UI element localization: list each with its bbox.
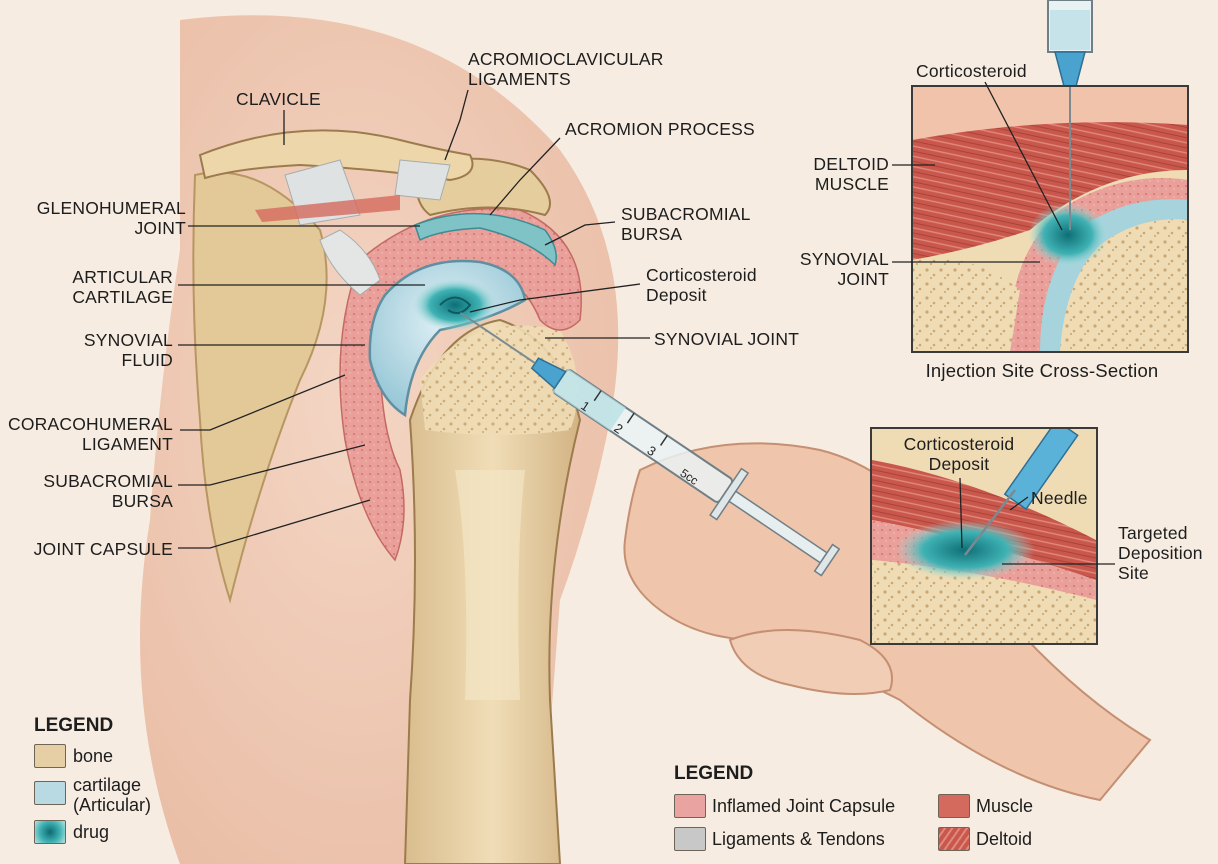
legend-label-ligaments: Ligaments & Tendons bbox=[712, 829, 885, 849]
syringe: 1 2 3 5cc bbox=[459, 312, 841, 577]
legend-swatch-bone bbox=[34, 744, 66, 768]
label-acromion-process: ACROMION PROCESS bbox=[565, 119, 755, 139]
corticosteroid-deposit bbox=[413, 279, 497, 331]
legend-label-inflamed-capsule: Inflamed Joint Capsule bbox=[712, 796, 896, 816]
legend-label-muscle: Muscle bbox=[976, 796, 1034, 816]
label-coracohumeral-ligament: CORACOHUMERAL LIGAMENT bbox=[8, 414, 173, 454]
inset-top-syringe bbox=[1047, 0, 1093, 230]
inset-bottom-label-site: Targeted Deposition Site bbox=[1118, 523, 1203, 583]
subacromial-bursa bbox=[414, 212, 557, 267]
label-corticosteroid-deposit: Corticosteroid Deposit bbox=[646, 265, 757, 305]
label-ac-ligaments: ACROMIOCLAVICULAR LIGAMENTS bbox=[468, 49, 664, 89]
legend-label-deltoid: Deltoid bbox=[976, 829, 1033, 849]
inset-top-label-synovial: SYNOVIAL JOINT bbox=[799, 249, 889, 289]
inset-top-caption: Injection Site Cross-Section bbox=[925, 360, 1159, 381]
legend-swatch-drug bbox=[34, 820, 66, 844]
label-glenohumeral-joint: GLENOHUMERAL JOINT bbox=[36, 198, 186, 238]
label-subacromial-bursa-left: SUBACROMIAL BURSA bbox=[43, 471, 173, 511]
inset-top bbox=[892, 81, 1189, 353]
label-clavicle: CLAVICLE bbox=[236, 89, 321, 109]
ac-ligament bbox=[394, 159, 451, 201]
legend-label-cartilage: cartilage (Articular) bbox=[73, 775, 152, 815]
legend-swatch-deltoid bbox=[938, 827, 970, 851]
inset-top-label-deltoid: DELTOID MUSCLE bbox=[813, 154, 889, 194]
label-articular-cartilage: ARTICULAR CARTILAGE bbox=[72, 267, 173, 307]
legend-right-title: LEGEND bbox=[674, 763, 754, 784]
legend-swatch-muscle bbox=[938, 794, 970, 818]
label-synovial-joint: SYNOVIAL JOINT bbox=[654, 329, 800, 349]
needle-hub bbox=[530, 357, 567, 390]
label-joint-capsule: JOINT CAPSULE bbox=[33, 539, 173, 559]
leader-lines bbox=[178, 89, 650, 549]
legend-swatch-cartilage bbox=[34, 781, 66, 805]
legend-left-title: LEGEND bbox=[34, 715, 114, 736]
label-synovial-fluid: SYNOVIAL FLUID bbox=[83, 330, 173, 370]
inset-bottom-label-needle: Needle bbox=[1031, 488, 1088, 508]
legend-swatch-inflamed-capsule bbox=[674, 794, 706, 818]
needle bbox=[459, 312, 536, 365]
label-subacromial-bursa-right: SUBACROMIAL BURSA bbox=[621, 204, 751, 244]
legend-swatch-ligaments bbox=[674, 827, 706, 851]
inset-top-label-corticosteroid: Corticosteroid bbox=[916, 61, 1027, 81]
inset-bottom bbox=[870, 427, 1115, 645]
inset-bottom-label-deposit: Corticosteroid Deposit bbox=[903, 434, 1015, 474]
legend-label-drug: drug bbox=[73, 822, 110, 842]
coracohumeral-ligament bbox=[319, 229, 381, 296]
thumb bbox=[728, 629, 893, 695]
legend-label-bone: bone bbox=[73, 746, 114, 766]
